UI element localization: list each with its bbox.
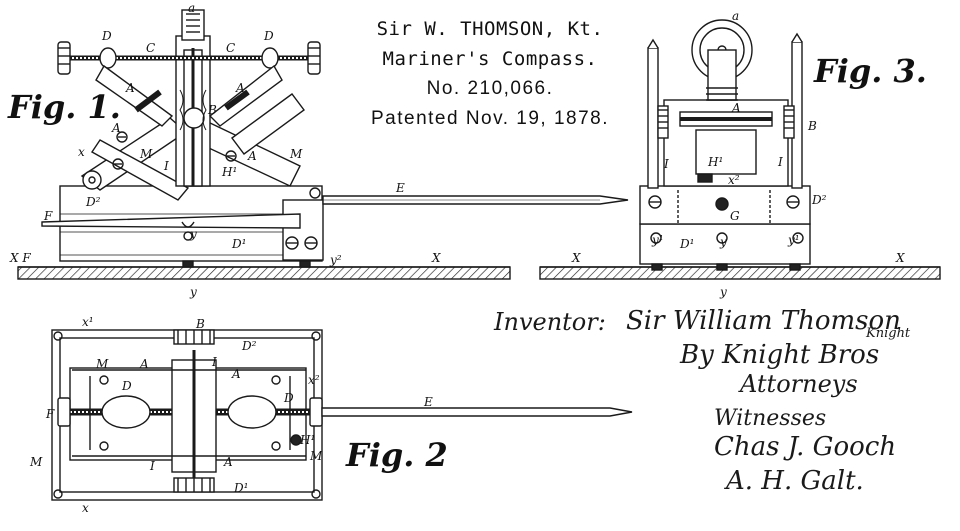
patent-date: Patented Nov. 19, 1878.	[370, 108, 610, 129]
label-y-fig1-upper: y	[189, 227, 197, 241]
attorney-signature: By Knight Bros	[680, 340, 880, 370]
label-X-fig3-right: X	[895, 251, 905, 265]
label-y1-fig3-right: y¹	[787, 233, 800, 247]
label-a-fig1: a	[188, 1, 195, 15]
label-A-2: A	[235, 81, 245, 95]
label-E-fig1: E	[395, 181, 405, 195]
label-I-fig3-right: I	[777, 155, 783, 169]
label-D1-fig1: D¹	[231, 237, 246, 251]
label-F-fig2: F	[45, 407, 55, 421]
label-A-3: A	[111, 121, 121, 135]
label-H1-fig2: H¹	[299, 433, 315, 447]
label-M-fig2-3: M	[29, 455, 43, 469]
label-A-1: A	[125, 81, 135, 95]
label-C-left: C	[146, 41, 155, 55]
label-D2-fig3: D²	[811, 193, 827, 207]
label-I-fig1: I	[163, 159, 169, 173]
label-x2-fig3: x²	[728, 173, 740, 187]
fig2-needle	[321, 407, 633, 417]
label-D1-fig2: D¹	[233, 481, 248, 495]
fig1-end-block	[282, 199, 324, 261]
witnesses-label: Witnesses	[714, 406, 827, 431]
label-B-fig3: B	[807, 119, 817, 133]
label-y-fig3-lower: y	[719, 285, 727, 299]
inventor-suffix: Knight	[866, 326, 911, 341]
label-x1-fig2: x¹	[82, 315, 94, 329]
label-y2-fig1: y²	[329, 253, 342, 267]
label-H1-fig1: H¹	[221, 165, 237, 179]
label-F-fig1: F	[43, 209, 53, 223]
part-labels: a D C C D A A B A x M I A M H¹ D² E F y …	[9, 1, 905, 515]
label-A-4: A	[247, 149, 257, 163]
label-y-fig3-upper: y	[719, 235, 727, 249]
attorneys-word: Attorneys	[740, 370, 858, 398]
label-a-fig3: a	[732, 9, 739, 23]
label-H1-fig3: H¹	[707, 155, 723, 169]
label-D1-fig3: D¹	[679, 237, 694, 251]
label-D2-fig1: D²	[85, 195, 101, 209]
label-B-fig2: B	[195, 317, 205, 331]
label-M-fig2-1: M	[95, 357, 109, 371]
label-I-fig2-2: I	[149, 459, 155, 473]
label-x2-fig2: x²	[308, 373, 320, 387]
label-y1-fig3-left: y¹	[651, 233, 664, 247]
label-M-right: M	[289, 147, 303, 161]
label-I-fig3-left: I	[663, 157, 669, 171]
label-x-fig2: x	[82, 501, 89, 515]
label-D-right: D	[263, 29, 274, 43]
witness-1-signature: Chas J. Gooch	[714, 432, 897, 462]
label-B-fig1: B	[207, 103, 217, 117]
patent-number: No. 210,066.	[426, 78, 554, 99]
label-A-fig2-2: A	[231, 367, 241, 381]
patent-header: Sir W. THOMSON, Kt. Mariner's Compass. N…	[330, 14, 650, 134]
label-I-fig2-1: I	[211, 355, 217, 369]
invention-title: Mariner's Compass.	[382, 48, 598, 70]
label-X-fig1: X	[431, 251, 441, 265]
figure-2-drawing	[51, 329, 633, 501]
label-C-right: C	[226, 41, 235, 55]
label-D-left: D	[101, 29, 112, 43]
label-X-fig3-left: X	[571, 251, 581, 265]
figure-3-drawing	[539, 19, 941, 280]
figure-1-caption: Fig. 1.	[8, 88, 121, 126]
label-A-fig2-3: A	[223, 455, 233, 469]
witness-2-signature: A. H. Galt.	[726, 466, 864, 496]
figure-2-caption: Fig. 2	[346, 436, 448, 474]
label-y-fig1-lower: y	[189, 285, 197, 299]
fig3-base	[639, 223, 811, 265]
label-D-fig2-right: D	[283, 391, 294, 405]
inventor-label: Inventor:	[494, 308, 606, 336]
label-M-fig2-2: M	[309, 449, 323, 463]
label-XF: X F	[9, 251, 31, 265]
fig1-ground	[17, 266, 511, 280]
label-A-fig2-1: A	[139, 357, 149, 371]
label-x-fig1: x	[78, 145, 85, 159]
label-D-fig2: D	[121, 379, 132, 393]
label-D2-fig2-top: D²	[241, 339, 257, 353]
fig3-ground	[539, 266, 941, 280]
inventor-signature: Sir William Thomson	[626, 306, 901, 336]
label-E-fig2: E	[423, 395, 433, 409]
inventor-heading: Sir W. THOMSON, Kt.	[376, 18, 604, 40]
label-M-left: M	[139, 147, 153, 161]
label-G-fig3: G	[730, 209, 740, 223]
figure-3-caption: Fig. 3.	[814, 52, 927, 90]
label-A-fig3: A	[731, 101, 741, 115]
figure-1-drawing	[17, 9, 629, 280]
